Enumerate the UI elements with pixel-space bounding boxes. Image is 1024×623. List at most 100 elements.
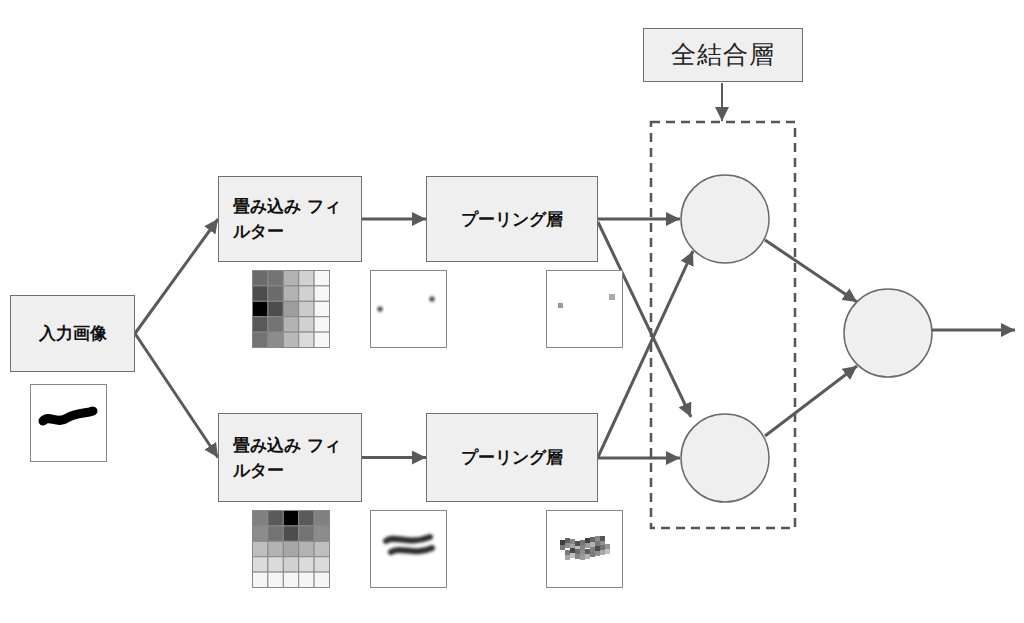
filter-cell (299, 271, 314, 286)
filter-cell (253, 286, 268, 301)
output-arrow (932, 329, 1015, 332)
filter-cell (268, 557, 283, 572)
pooled-pixel (595, 551, 600, 556)
filter-cell (283, 332, 298, 347)
pooled-pixel (600, 550, 605, 555)
conv-filter-box: 畳み込み フィルター (218, 176, 362, 262)
pooled-pixel (585, 549, 590, 554)
pooled-pixel (575, 554, 580, 559)
input-stroke (43, 411, 93, 421)
pooled-pixel (560, 540, 565, 545)
filter-cell (299, 557, 314, 572)
conv-filter-box: 畳み込み フィルター (218, 413, 362, 502)
feature-stroke (391, 548, 432, 552)
filter-cell (283, 511, 298, 526)
filter-cell (268, 271, 283, 286)
flow-arrow (135, 334, 218, 458)
pooled-pixel (590, 552, 595, 557)
pooled-pixel (580, 545, 585, 550)
pooled-pixel (609, 294, 615, 300)
filter-cell (253, 572, 268, 587)
filter-cell (268, 572, 283, 587)
filter-cell (283, 301, 298, 316)
pooled-pixel (585, 543, 590, 548)
image-frame (371, 511, 447, 588)
fc-label-box: 全結合層 (643, 28, 803, 82)
filter-cell (253, 541, 268, 556)
filter-cell (314, 271, 329, 286)
flow-arrow (362, 456, 426, 459)
filter-cell (299, 511, 314, 526)
feature-dot (429, 296, 434, 301)
input-box: 入力画像 (10, 295, 135, 372)
filter-cell (253, 511, 268, 526)
filter-cell (268, 511, 283, 526)
pooled-pixel (570, 539, 575, 544)
pooled-pixel (565, 555, 570, 560)
pooled-pixel (565, 538, 570, 543)
weight-arrow (765, 240, 857, 302)
image-frame (31, 385, 107, 462)
weight-arrow (598, 457, 680, 460)
neuron-circle (681, 175, 769, 263)
weight-arrow (765, 366, 857, 436)
pooled-pixel (558, 303, 563, 308)
filter-cell (299, 301, 314, 316)
image-frame (371, 271, 447, 348)
filter-cell (253, 271, 268, 286)
filter-cell (283, 526, 298, 541)
pointer-arrow (721, 83, 723, 121)
pooled-pixel (580, 555, 585, 560)
filter-cell (314, 557, 329, 572)
output-neuron (844, 289, 932, 377)
filter-cell (314, 511, 329, 526)
filter-cell (314, 572, 329, 587)
dashed-region (651, 122, 795, 528)
pooled-pixel (600, 545, 605, 550)
pooled-pixel (585, 538, 590, 543)
flow-arrow (135, 219, 218, 334)
filter-cell (253, 557, 268, 572)
filter-cell (299, 317, 314, 332)
node-label: プーリング層 (447, 207, 577, 232)
filter-cell (314, 301, 329, 316)
filter-cell (283, 557, 298, 572)
node-label: 畳み込み フィルター (219, 194, 361, 243)
filter-cell (283, 317, 298, 332)
node-label: 入力画像 (25, 321, 121, 346)
filter-cell (314, 317, 329, 332)
pooled-pixel (585, 554, 590, 559)
pooled-pixel (595, 541, 600, 546)
node-label: プーリング層 (447, 445, 577, 470)
pooled-pixel (575, 541, 580, 546)
pooled-pixel (600, 536, 605, 541)
weight-arrow (598, 218, 680, 221)
filter-cell (268, 286, 283, 301)
node-label: 畳み込み フィルター (219, 433, 361, 482)
pooled-pixel (590, 547, 595, 552)
pooled-pixel (595, 546, 600, 551)
filter-cell (314, 286, 329, 301)
feature-stroke (386, 537, 430, 541)
filter-cell (268, 526, 283, 541)
filter-cell (283, 286, 298, 301)
pooled-pixel (570, 553, 575, 558)
image-frame (547, 511, 623, 588)
filter-cell (253, 301, 268, 316)
filter-cell (299, 541, 314, 556)
flow-arrow (362, 218, 426, 221)
node-label: 全結合層 (657, 37, 789, 73)
filter-cell (283, 572, 298, 587)
pooled-pixel (595, 536, 600, 541)
pooled-pixel (590, 537, 595, 542)
filter-cell (299, 526, 314, 541)
pooled-pixel (560, 545, 565, 550)
filter-cell (299, 286, 314, 301)
filter-cell (268, 301, 283, 316)
filter-cell (314, 332, 329, 347)
filter-cell (314, 541, 329, 556)
neuron-circle (681, 414, 769, 502)
filter-cell (253, 332, 268, 347)
